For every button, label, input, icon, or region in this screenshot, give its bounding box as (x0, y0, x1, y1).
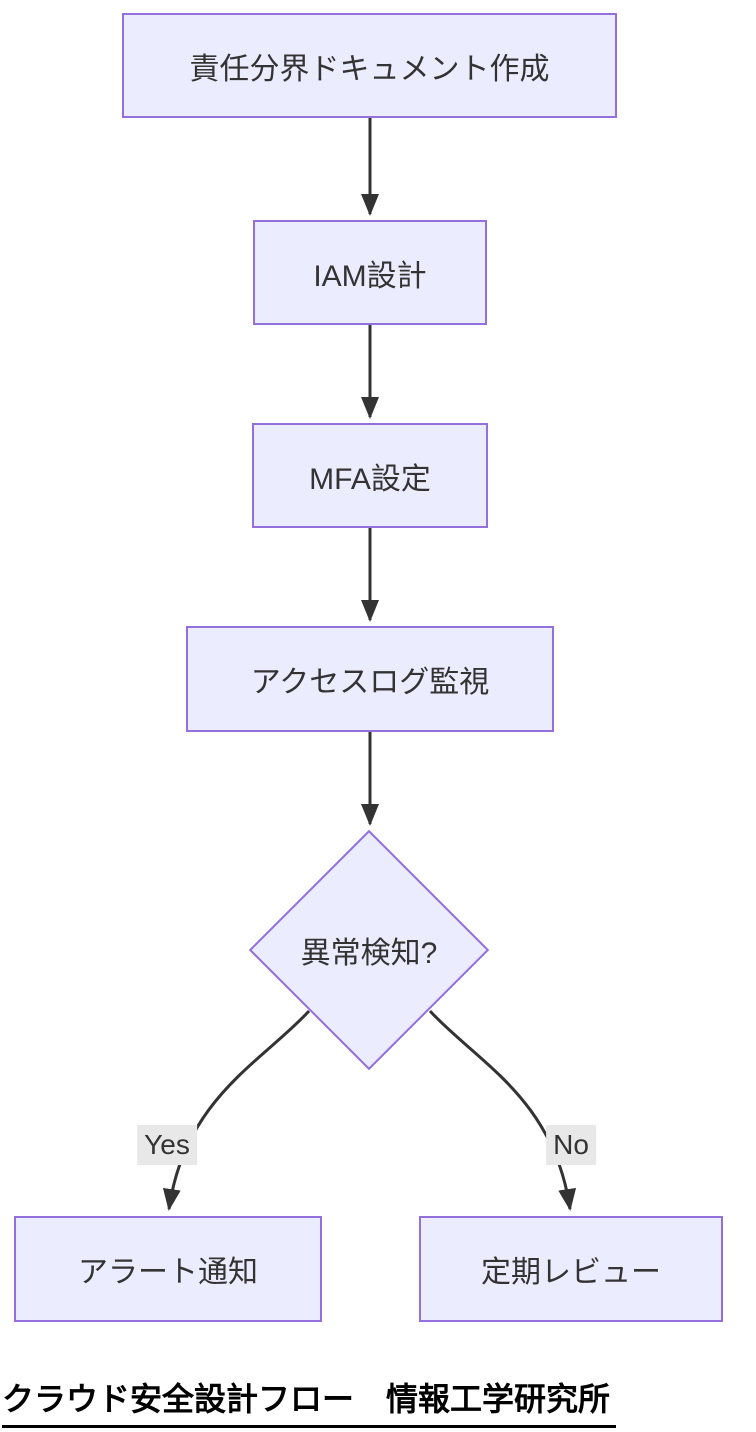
node-iam-design-label: IAM設計 (313, 259, 427, 293)
node-mfa-setup-label: MFA設定 (309, 462, 431, 496)
edge-label-no: No (546, 1125, 596, 1165)
node-mfa-setup: MFA設定 (252, 423, 488, 528)
decision-anomaly-label: 異常検知? (300, 937, 438, 970)
node-iam-design: IAM設計 (253, 220, 487, 325)
diagram-caption: クラウド安全設計フロー 情報工学研究所 (2, 1374, 617, 1428)
edge-e-g-no (428, 1009, 577, 1211)
node-responsibility-doc-label: 責任分界ドキュメント作成 (189, 52, 550, 86)
node-periodic-review: 定期レビュー (419, 1216, 723, 1322)
diagram-caption-text: クラウド安全設計フロー 情報工学研究所 (2, 1374, 617, 1428)
node-alert-notification-label: アラート通知 (78, 1256, 258, 1289)
edge-label-yes: Yes (137, 1125, 197, 1165)
node-access-log-monitoring: アクセスログ監視 (186, 626, 554, 732)
node-periodic-review-label: 定期レビュー (481, 1256, 661, 1289)
node-responsibility-doc: 責任分界ドキュメント作成 (122, 13, 617, 118)
edge-e-f-yes (162, 1009, 311, 1211)
node-alert-notification: アラート通知 (14, 1216, 322, 1322)
node-access-log-monitoring-label: アクセスログ監視 (250, 666, 490, 699)
